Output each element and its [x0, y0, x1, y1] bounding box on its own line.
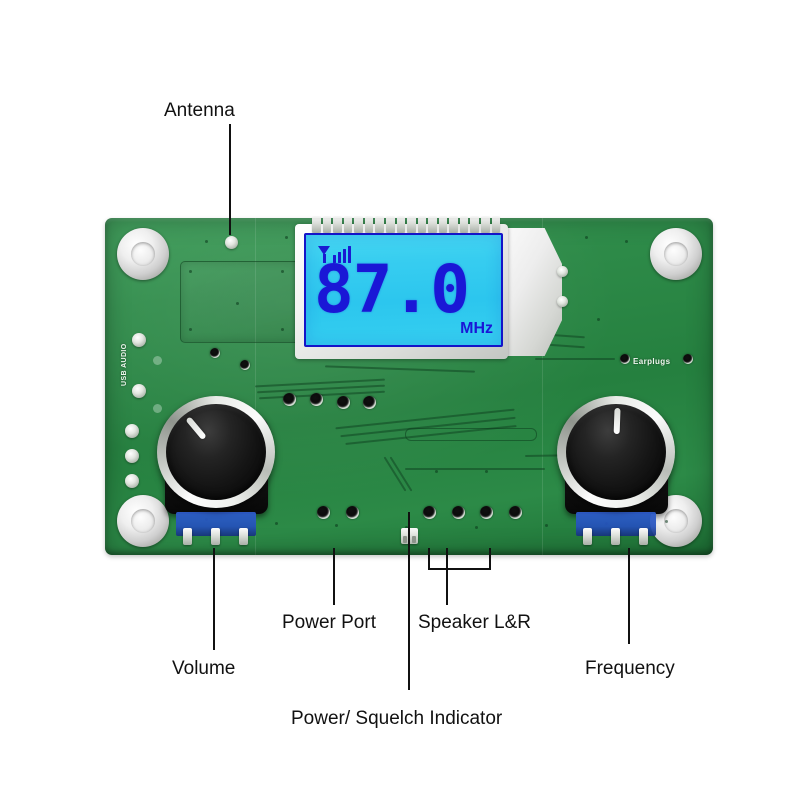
lcd-side-pad-2 — [557, 296, 568, 307]
leader-line-speaker-left — [428, 548, 430, 570]
speaker-left-pad-2 — [452, 506, 465, 519]
earplug-pad-right — [683, 354, 693, 364]
lcd-bezel-tail — [500, 228, 562, 356]
frequency-knob-pin-3 — [639, 528, 648, 545]
pad-diamond-1 — [210, 348, 220, 358]
leader-line-volume — [213, 548, 215, 650]
power-port-pad-1 — [317, 506, 330, 519]
power-port-pad-2 — [346, 506, 359, 519]
pcb-board: USB AUDIO Earplugs — [105, 216, 713, 555]
usb-audio-pad-4 — [125, 449, 139, 463]
pad-pair-a2 — [310, 393, 323, 406]
leader-line-frequency — [628, 548, 630, 644]
leader-line-speaker-stem — [446, 548, 448, 605]
earplug-pad-left — [620, 354, 630, 364]
lcd-screen: 87.0 MHz — [304, 233, 503, 347]
antenna-pad — [225, 236, 238, 249]
speaker-right-pad-1 — [480, 506, 493, 519]
callout-label-speaker-lr: Speaker L&R — [418, 612, 532, 633]
lcd-side-pad-1 — [557, 266, 568, 277]
lcd-pin-header — [312, 216, 501, 235]
mounting-hole-top-right — [650, 228, 702, 280]
usb-audio-pad-1 — [132, 333, 146, 347]
lcd-frequency-unit: MHz — [460, 320, 493, 337]
lcd-display-module: 87.0 MHz — [295, 216, 562, 361]
leader-line-power-port — [333, 548, 335, 605]
callout-label-antenna: Antenna — [164, 100, 235, 121]
pad-diamond-2 — [240, 360, 250, 370]
callout-label-frequency: Frequency — [585, 658, 675, 679]
leader-line-speaker-right — [489, 548, 491, 570]
leader-line-speaker-bracket — [428, 568, 491, 570]
pad-pair-b2 — [363, 396, 376, 409]
signal-bars-icon — [318, 243, 351, 263]
mounting-hole-bottom-left — [117, 495, 169, 547]
leader-line-antenna — [229, 124, 231, 235]
silkscreen-earplugs: Earplugs — [633, 357, 671, 366]
volume-knob-pin-3 — [239, 528, 248, 545]
leader-line-power-squelch — [408, 512, 410, 690]
speaker-right-pad-2 — [509, 506, 522, 519]
volume-knob-pin-2 — [211, 528, 220, 545]
frequency-knob-pin-2 — [611, 528, 620, 545]
ic-outline-area — [180, 261, 300, 343]
usb-audio-pad-3 — [125, 424, 139, 438]
callout-label-power-port: Power Port — [282, 612, 376, 633]
lcd-frequency-value: 87.0 — [314, 251, 470, 328]
callout-label-power-squelch-indicator: Power/ Squelch Indicator — [291, 708, 503, 729]
silkscreen-usb-audio: USB AUDIO — [121, 343, 128, 386]
frequency-knob-cap — [566, 404, 666, 500]
callout-label-volume: Volume — [172, 658, 236, 679]
frequency-knob-pointer — [613, 407, 621, 435]
volume-knob-cap — [166, 404, 266, 500]
pad-pair-b1 — [337, 396, 350, 409]
pad-pair-a1 — [283, 393, 296, 406]
usb-audio-pad-5 — [125, 474, 139, 488]
mounting-hole-top-left — [117, 228, 169, 280]
volume-knob[interactable] — [157, 396, 275, 545]
volume-knob-pin-1 — [183, 528, 192, 545]
usb-audio-pad-2 — [132, 384, 146, 398]
frequency-knob[interactable] — [557, 396, 675, 545]
speaker-left-pad-1 — [423, 506, 436, 519]
volume-knob-pointer — [185, 416, 207, 441]
frequency-knob-pin-1 — [583, 528, 592, 545]
